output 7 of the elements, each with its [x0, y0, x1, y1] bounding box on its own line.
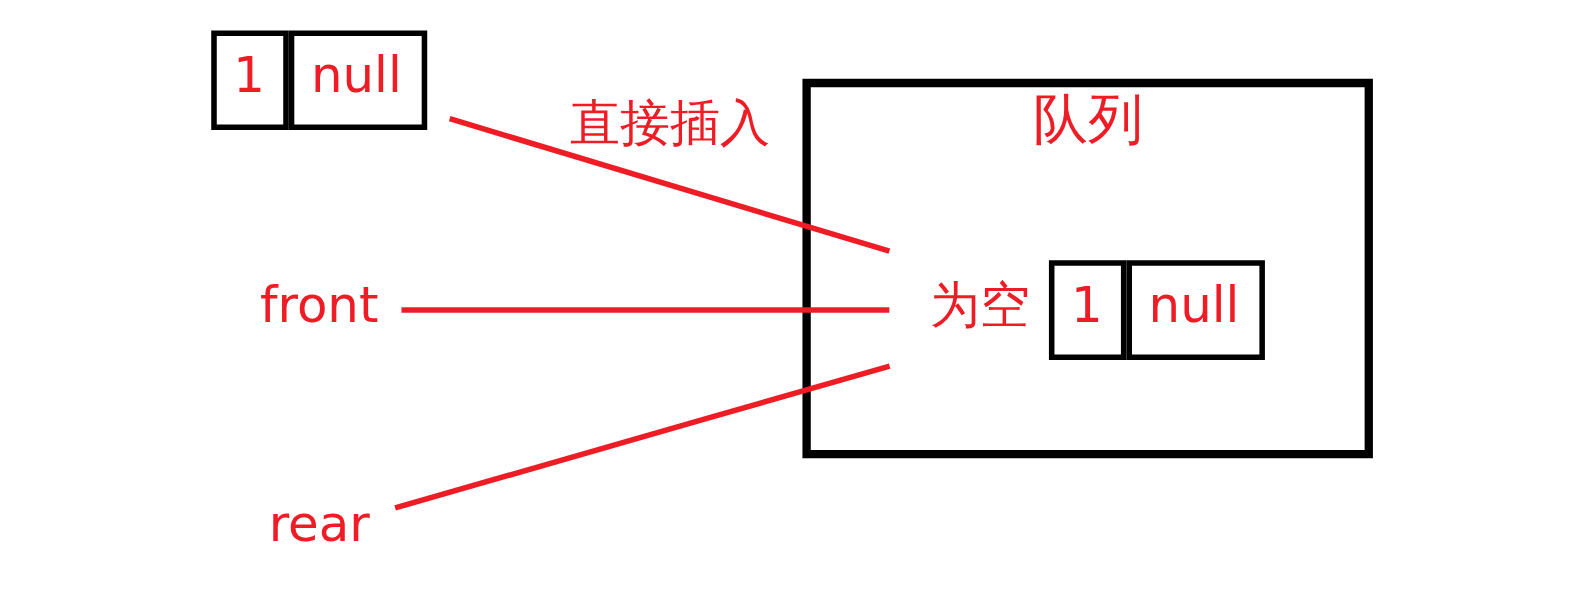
connector — [448, 116, 890, 254]
connector — [401, 307, 889, 313]
node-text: front — [259, 276, 378, 335]
edge-label: 直接插入 — [569, 93, 770, 152]
node-text: rear — [268, 495, 370, 554]
node-label: 为空 — [929, 276, 1030, 335]
connector — [393, 363, 890, 511]
